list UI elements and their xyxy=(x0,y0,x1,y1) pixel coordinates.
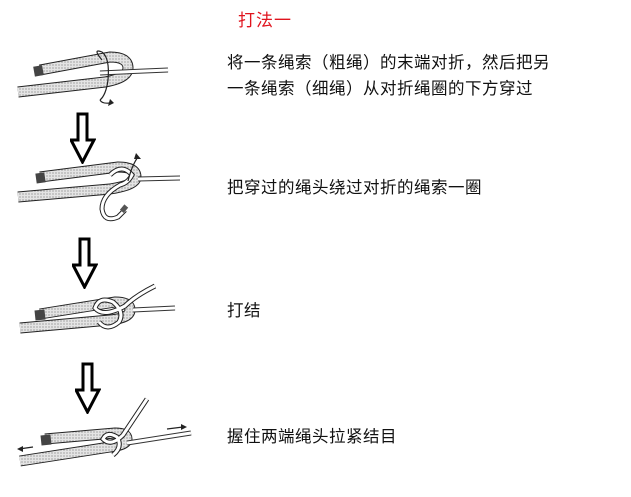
step-1-text-line1: 将一条绳索（粗绳）的末端对折，然后把另 xyxy=(227,53,550,72)
down-arrow-icon xyxy=(72,237,98,289)
step-1-text: 将一条绳索（粗绳）的末端对折，然后把另 一条绳索（细绳）从对折绳圈的下方穿过 xyxy=(227,50,550,102)
step-1-text-line2: 一条绳索（细绳）从对折绳圈的下方穿过 xyxy=(227,79,533,98)
rope-fold-illustration xyxy=(17,50,169,106)
rope-knot-illustration xyxy=(19,283,176,334)
down-arrow-icon xyxy=(75,362,101,414)
step-3-text: 打结 xyxy=(227,301,261,320)
rope-wrap-illustration xyxy=(17,153,180,222)
rope-pull-illustration xyxy=(17,397,192,467)
page-title: 打法一 xyxy=(238,11,292,31)
step-2-text: 把穿过的绳头绕过对折的绳索一圈 xyxy=(227,178,482,197)
down-arrow-icon xyxy=(70,112,96,164)
step-4-text: 握住两端绳头拉紧结目 xyxy=(227,427,397,446)
